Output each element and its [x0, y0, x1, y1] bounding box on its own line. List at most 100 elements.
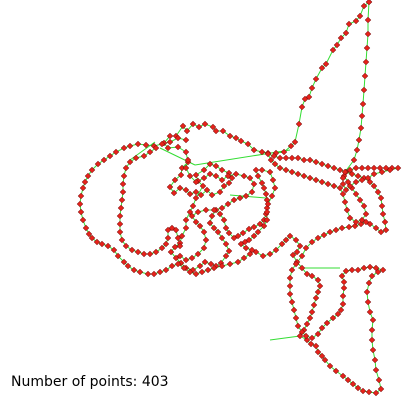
tour-point — [184, 156, 192, 164]
tour-point — [288, 154, 296, 162]
tour-point — [120, 258, 128, 266]
tour-point — [246, 250, 254, 258]
tour-point — [218, 262, 226, 270]
tour-point — [158, 244, 166, 252]
tour-point — [214, 228, 222, 236]
tour-point — [240, 254, 248, 262]
tour-point — [77, 208, 85, 216]
tour-point — [144, 270, 152, 278]
tour-point — [342, 186, 350, 194]
tour-point — [296, 242, 304, 250]
tour-point — [234, 258, 242, 266]
tour-point — [276, 154, 284, 162]
tour-point — [306, 174, 314, 182]
tour-point — [264, 150, 272, 158]
tour-point — [298, 252, 306, 260]
tour-point — [326, 362, 334, 370]
tour-point — [345, 20, 353, 28]
tour-point — [292, 260, 300, 268]
tour-point — [207, 260, 215, 268]
tour-point — [339, 180, 347, 188]
tour-point — [177, 171, 185, 179]
tour-point — [312, 294, 320, 302]
tour-point — [219, 127, 227, 135]
tour-point — [260, 184, 268, 192]
tour-point — [254, 172, 262, 180]
tour-point — [268, 192, 276, 200]
tour-point — [118, 236, 126, 244]
tour-point — [371, 356, 379, 364]
tour-point — [312, 158, 320, 166]
tour-point — [338, 224, 346, 232]
tour-point — [98, 240, 106, 248]
tour-point — [294, 170, 302, 178]
tour-point — [166, 183, 174, 191]
tour-point — [310, 301, 318, 309]
tour-point — [360, 2, 368, 10]
tour-point — [225, 247, 233, 255]
tour-point — [200, 166, 208, 174]
tour-point — [370, 182, 378, 190]
tour-point — [136, 268, 144, 276]
tour-point — [248, 188, 256, 196]
tour-point — [266, 168, 274, 176]
tour-point — [210, 224, 218, 232]
tour-point — [171, 243, 179, 251]
tour-point — [218, 234, 226, 242]
tour-point — [343, 206, 351, 214]
tour-point — [356, 12, 364, 20]
tour-point — [196, 222, 204, 230]
tour-edge-link — [269, 335, 301, 341]
tour-point — [172, 226, 180, 234]
tour-point — [286, 232, 294, 240]
tour-point — [192, 270, 200, 278]
tour-point — [82, 224, 90, 232]
tour-point — [174, 134, 182, 142]
tour-point — [294, 322, 302, 330]
tour-point — [88, 234, 96, 242]
tour-point — [200, 228, 208, 236]
tour-point — [218, 204, 226, 212]
tour-point — [308, 84, 316, 92]
tour-point — [174, 234, 182, 242]
tour-point — [126, 158, 134, 166]
tour-point — [182, 148, 190, 156]
tour-point — [353, 146, 361, 154]
tour-point — [156, 268, 164, 276]
tour-point — [162, 240, 170, 248]
tour-point — [212, 127, 220, 135]
tour-point — [362, 58, 370, 66]
tour-point — [288, 266, 296, 274]
tour-point — [222, 240, 230, 248]
tour-point — [323, 319, 331, 327]
tour-point — [178, 164, 186, 172]
tour-point — [126, 142, 134, 150]
tour-point — [386, 166, 394, 174]
tour-point — [182, 136, 190, 144]
tour-point — [326, 228, 334, 236]
tour-point — [134, 248, 142, 256]
tour-point — [318, 64, 326, 72]
tour-point — [164, 144, 172, 152]
tour-point — [298, 328, 306, 336]
tour-point — [295, 120, 303, 128]
tour-point — [224, 172, 232, 180]
tour-point — [322, 60, 330, 68]
tour-point — [210, 206, 218, 214]
tour-point — [84, 172, 92, 180]
tour-point — [342, 267, 350, 275]
tour-point — [359, 387, 367, 395]
tour-point — [252, 166, 260, 174]
tour-point — [174, 260, 182, 268]
tour-point — [230, 196, 238, 204]
tour-point — [270, 152, 278, 160]
tour-point — [355, 136, 363, 144]
tour-point — [183, 127, 191, 135]
tour-point — [176, 184, 184, 192]
tour-point — [364, 298, 372, 306]
tour-point — [260, 222, 268, 230]
tour-edge-main — [163, 1, 399, 394]
tour-point — [378, 202, 386, 210]
tour-point — [345, 223, 353, 231]
